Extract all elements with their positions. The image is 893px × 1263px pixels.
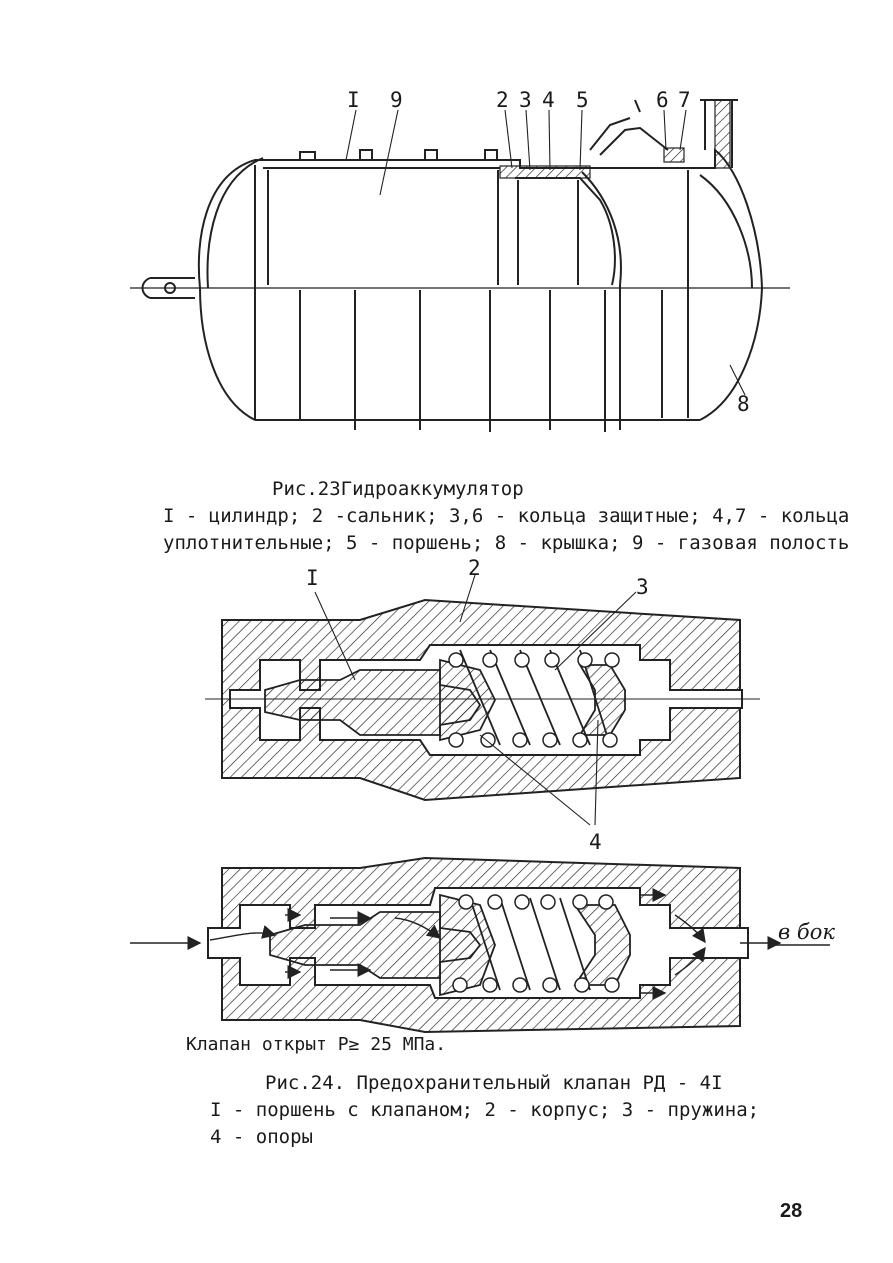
fig23-legend-line2: уплотнительные; 5 - поршень; 8 - крышка;… [163,532,850,554]
fig24-flow-label: в бок [778,920,835,944]
fig23-label-1: I [347,88,360,112]
fig24-label-4: 4 [589,830,602,854]
fig24-valve-drawings [130,574,830,1034]
fig23-label-4: 4 [542,88,555,112]
fig24-label-2: 2 [468,556,481,580]
fig24-caption: Рис.24. Предохранительный клапан РД - 4I [265,1072,723,1094]
fig23-label-5: 5 [576,88,589,112]
page-number: 28 [780,1200,803,1222]
fig23-caption-prefix: Рис.23 [272,478,341,500]
fig23-legend-line1: I - цилиндр; 2 -сальник; 3,6 - кольца за… [163,505,850,527]
fig24-label-1: I [306,566,319,590]
fig23-label-8: 8 [737,392,750,416]
fig23-label-9: 9 [390,88,403,112]
fig23-caption: Рис.23Гидроаккумулятор [272,478,524,500]
fig24-legend-line2: 4 - опоры [210,1126,313,1148]
fig23-label-2: 2 [496,88,509,112]
fig23-caption-title: Гидроаккумулятор [340,478,524,500]
fig24-open-state: Клапан открыт P≥ 25 МПа. [186,1034,447,1055]
fig24-legend-line1: I - поршень с клапаном; 2 - корпус; 3 - … [210,1099,760,1121]
fig23-label-7: 7 [678,88,691,112]
fig23-label-3: 3 [519,88,532,112]
fig23-label-6: 6 [656,88,669,112]
fig24-label-3: 3 [636,575,649,599]
fig23-accumulator-drawing [130,99,790,432]
